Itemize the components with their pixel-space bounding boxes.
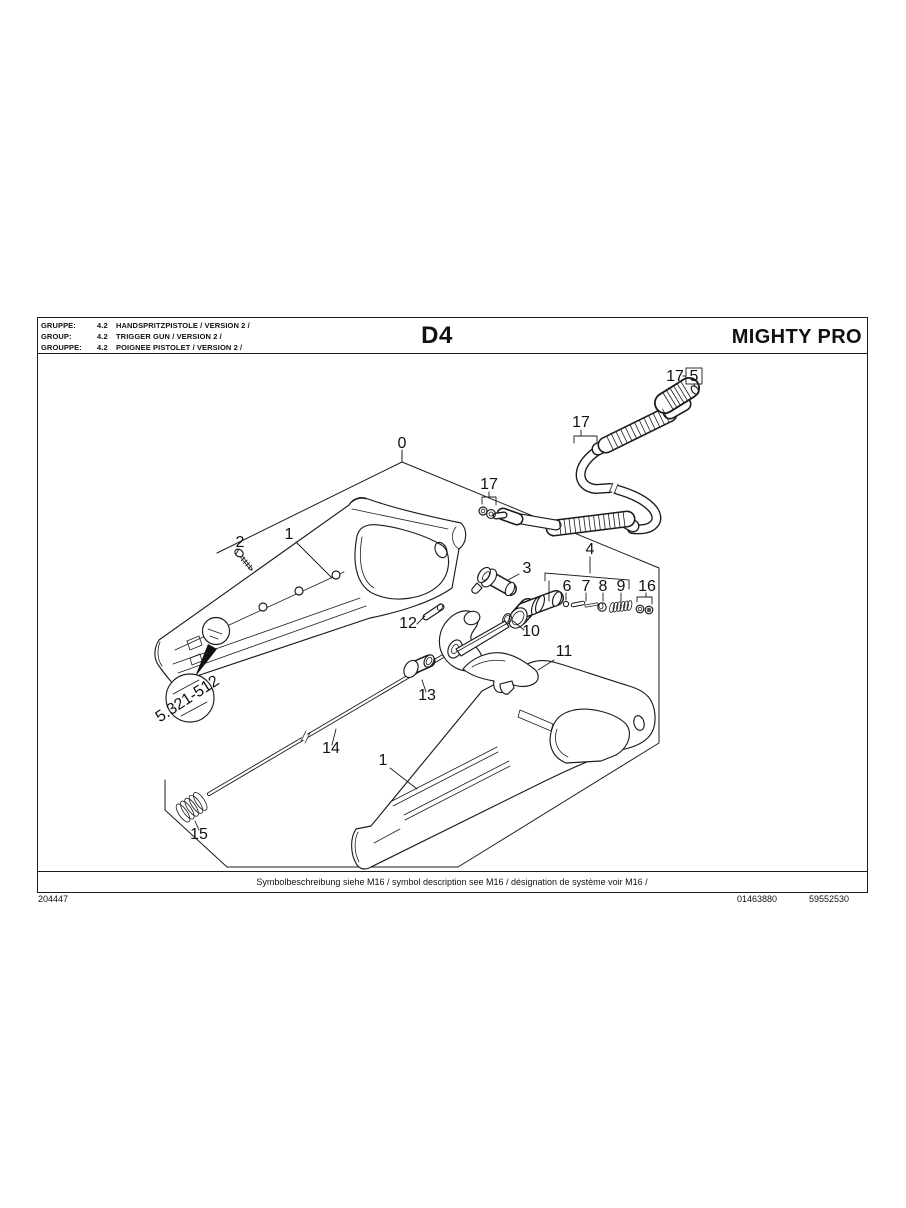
part-label-5: 5 [690, 368, 699, 385]
page-code: D4 [421, 322, 453, 349]
header-group-block: GRUPPE: 4.2 HANDSPRITZPISTOLE / VERSION … [41, 320, 441, 353]
part-label-17: 17 [572, 414, 590, 431]
part-label-8: 8 [599, 578, 608, 595]
latch-lever [438, 610, 483, 672]
part-label-16: 16 [638, 578, 656, 595]
reference-number-right: 59552530 [809, 894, 850, 904]
diagram-border-box [37, 317, 868, 893]
valve-parts-row [562, 600, 654, 615]
washer-16a [635, 604, 645, 614]
group-desc-fr: POIGNEE PISTOLET / VERSION 2 / [116, 343, 243, 352]
header-divider [37, 353, 867, 354]
model-name: MIGHTY PRO [731, 326, 862, 348]
washers-17 [478, 506, 496, 519]
part-label-17: 17 [666, 368, 684, 385]
detail-callout-balloon [165, 644, 217, 723]
group-desc-de: HANDSPRITZPISTOLE / VERSION 2 / [116, 321, 250, 330]
header-row-en: GROUP: 4.2 TRIGGER GUN / VERSION 2 / [41, 331, 441, 342]
part-label-17: 17 [480, 476, 498, 493]
header-row-fr: GROUPPE: 4.2 POIGNEE PISTOLET / VERSION … [41, 342, 441, 353]
part-label-10: 10 [522, 623, 540, 640]
molded-number-boss [201, 616, 231, 646]
part-label-3: 3 [523, 560, 532, 577]
part-label-1: 1 [285, 526, 294, 543]
group-label-de: GRUPPE: [41, 321, 76, 330]
link-arm [455, 620, 510, 657]
screw-2 [234, 548, 253, 571]
bushing-13 [403, 654, 436, 679]
symbol-note: Symbolbeschreibung siehe M16 / symbol de… [256, 877, 648, 887]
hose-assembly [478, 377, 700, 537]
group-desc-en: TRIGGER GUN / VERSION 2 / [116, 332, 222, 341]
pin-12 [422, 603, 445, 621]
part-label-1: 1 [379, 752, 388, 769]
part-label-6: 6 [563, 578, 572, 595]
part-label-12: 12 [399, 615, 417, 632]
part-label-13: 13 [418, 687, 436, 704]
part-label-0: 0 [398, 435, 407, 452]
spring-9 [609, 600, 633, 613]
part-label-9: 9 [617, 578, 626, 595]
group-label-en: GROUP: [41, 332, 72, 341]
ring-6 [562, 600, 570, 608]
trigger-guard-opening [354, 524, 450, 600]
grip-opening [549, 708, 630, 764]
trigger-11 [462, 652, 539, 695]
group-code-en: 4.2 [97, 332, 108, 341]
part-label-14: 14 [322, 740, 340, 757]
part-label-11: 11 [556, 643, 573, 660]
part-label-2: 2 [236, 534, 245, 551]
hose-rib-lines [558, 381, 692, 535]
elbow-fitting [508, 590, 564, 629]
upper-shell [154, 497, 467, 685]
o-ring-5 [690, 385, 700, 395]
part-label-4: 4 [586, 541, 595, 558]
part-label-15: 15 [190, 826, 208, 843]
reference-number-left: 01463880 [737, 894, 778, 904]
header-row-de: GRUPPE: 4.2 HANDSPRITZPISTOLE / VERSION … [41, 320, 441, 331]
group-code-de: 4.2 [97, 321, 108, 330]
footer-bar: Symbolbeschreibung siehe M16 / symbol de… [37, 871, 867, 893]
assembly-boundary-frame [164, 449, 660, 868]
group-code-fr: 4.2 [97, 343, 108, 352]
leader-lines [194, 367, 703, 831]
coupling-3 [471, 566, 517, 597]
lower-shell [351, 659, 656, 870]
document-number: 204447 [38, 894, 69, 904]
spring-15 [175, 791, 208, 823]
part-label-7: 7 [582, 578, 591, 595]
group-label-fr: GROUPPE: [41, 343, 82, 352]
